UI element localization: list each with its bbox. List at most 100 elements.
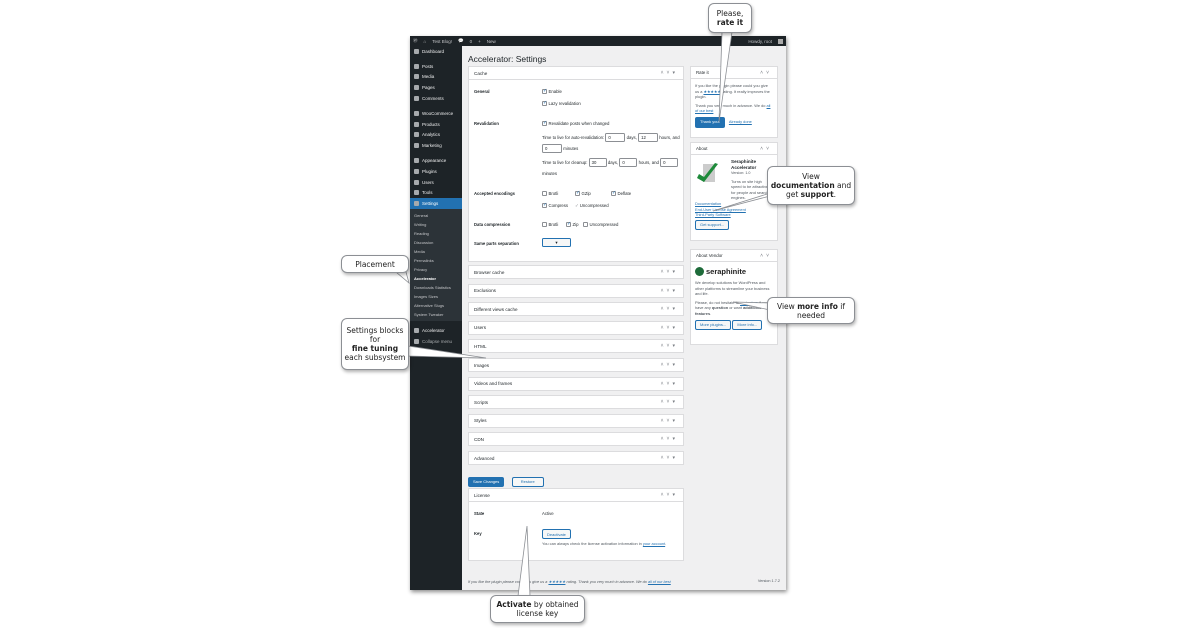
sidebar-item-settings[interactable]: Settings: [410, 198, 462, 210]
panel-controls-icon[interactable]: ˄˅▾: [660, 306, 678, 313]
eula-link[interactable]: End-User License Agreement: [695, 206, 746, 212]
your-account-link[interactable]: your account: [642, 541, 666, 546]
submenu-item-writing[interactable]: Writing: [414, 222, 427, 228]
submenu-item-system-tweaker[interactable]: System Tweaker: [414, 312, 444, 318]
panel-header[interactable]: About Vendor˄˅: [691, 250, 777, 262]
sidebar-item-collapse-menu[interactable]: Collapse menu: [410, 336, 462, 347]
panel-header[interactable]: Videos and frames˄˅▾: [469, 378, 683, 391]
stars-link[interactable]: ★★★★★: [703, 88, 721, 94]
panel-header[interactable]: About˄˅: [691, 143, 777, 155]
new-link[interactable]: New: [486, 38, 496, 44]
separation-select[interactable]: ▾: [542, 238, 571, 247]
sidebar-item-analytics[interactable]: Analytics: [410, 130, 462, 141]
panel-header[interactable]: Users˄˅▾: [469, 322, 683, 335]
panel-header[interactable]: Images˄˅▾: [469, 359, 683, 372]
more-plugins-button[interactable]: More plugins...: [695, 319, 732, 331]
ttl-auto-hours-input[interactable]: 12: [638, 133, 659, 143]
sidebar-item-pages[interactable]: Pages: [410, 82, 462, 93]
best-link[interactable]: all of our best: [695, 102, 771, 114]
submenu-item-images-sizes[interactable]: Images Sizes: [414, 294, 439, 300]
deflate-checkbox[interactable]: [611, 190, 616, 197]
panel-controls-icon[interactable]: ˄˅▾: [660, 70, 678, 76]
sidebar-item-posts[interactable]: Posts: [410, 61, 462, 72]
sidebar-item-accelerator[interactable]: Accelerator: [410, 325, 462, 336]
submenu-item-alternative-slugs[interactable]: Alternative Slugs: [414, 303, 445, 309]
panel-header[interactable]: Cache˄˅▾: [469, 67, 683, 80]
submenu-item-general[interactable]: General: [414, 213, 429, 219]
panel-header[interactable]: HTML˄˅▾: [469, 340, 683, 353]
footer-best-link[interactable]: all of our best: [647, 580, 671, 584]
panel-controls-icon[interactable]: ˄˅▾: [660, 362, 678, 368]
panel-controls-icon[interactable]: ˄˅▾: [660, 343, 678, 350]
panel-controls-icon[interactable]: ˄˅▾: [660, 492, 678, 498]
avatar[interactable]: [778, 38, 783, 44]
submenu-item-accelerator[interactable]: Accelerator: [414, 276, 437, 282]
compress-checkbox[interactable]: [542, 202, 547, 209]
more-info-button[interactable]: More info...: [732, 319, 763, 331]
enable-checkbox[interactable]: [542, 88, 547, 95]
get-support-button[interactable]: Get support...: [695, 219, 730, 231]
submenu-item-permalinks[interactable]: Permalinks: [414, 258, 434, 264]
panel-header[interactable]: Different views cache˄˅▾: [469, 303, 683, 316]
restore-button[interactable]: Restore: [511, 476, 544, 487]
wordpress-logo-icon[interactable]: Ⓦ: [413, 38, 418, 43]
panel-header[interactable]: Rate it˄˅: [691, 67, 777, 79]
submenu-item-downloads-statistics[interactable]: Downloads Statistics: [414, 285, 451, 291]
zip-checkbox[interactable]: [566, 221, 571, 228]
panel-controls-icon[interactable]: ˄˅▾: [660, 455, 678, 461]
sidebar-item-appearance[interactable]: Appearance: [410, 155, 462, 166]
panel-header[interactable]: License˄˅▾: [469, 489, 683, 502]
panel-controls-icon[interactable]: ˄˅▾: [660, 269, 678, 275]
panel-controls-icon[interactable]: ˄˅: [760, 252, 772, 259]
compression-brotli-checkbox[interactable]: [542, 222, 547, 228]
thank-you-button[interactable]: Thank you!: [695, 116, 725, 128]
panel-header[interactable]: Advanced˄˅▾: [469, 452, 683, 465]
submenu-item-discussion[interactable]: Discussion: [414, 240, 434, 246]
deactivate-button[interactable]: Deactivate: [542, 529, 571, 539]
panel-controls-icon[interactable]: ˄˅▾: [660, 417, 678, 424]
sidebar-item-tools[interactable]: Tools: [410, 188, 462, 199]
panel-header[interactable]: Exclusions˄˅▾: [469, 285, 683, 298]
gzip-checkbox[interactable]: [575, 190, 580, 197]
howdy-user[interactable]: Howdy, root: [748, 38, 772, 44]
footer-stars-link[interactable]: ★★★★★: [548, 580, 566, 584]
sidebar-item-woocommerce[interactable]: WooCommerce: [410, 108, 462, 119]
panel-controls-icon[interactable]: ˄˅▾: [660, 380, 678, 387]
submenu-item-privacy[interactable]: Privacy: [414, 267, 428, 273]
ttl-cleanup-days-input[interactable]: 30: [588, 158, 607, 168]
panel-header[interactable]: Scripts˄˅▾: [469, 396, 683, 409]
panel-controls-icon[interactable]: ˄˅▾: [660, 399, 678, 406]
panel-controls-icon[interactable]: ˄˅: [760, 69, 772, 76]
submenu-item-media[interactable]: Media: [414, 249, 425, 255]
panel-header[interactable]: CDN˄˅▾: [469, 433, 683, 446]
submenu-item-reading[interactable]: Reading: [414, 231, 429, 237]
already-done-link[interactable]: Already done: [728, 119, 752, 125]
save-changes-button[interactable]: Save Changes: [468, 476, 505, 487]
panel-controls-icon[interactable]: ˄˅▾: [660, 324, 678, 331]
documentation-link[interactable]: Documentation: [695, 200, 722, 206]
sidebar-item-products[interactable]: Products: [410, 119, 462, 130]
panel-header[interactable]: Styles˄˅▾: [469, 415, 683, 428]
sidebar-item-dashboard[interactable]: Dashboard: [410, 46, 462, 57]
sidebar-item-media[interactable]: Media: [410, 72, 462, 83]
ttl-cleanup-hours-input[interactable]: 0: [619, 158, 638, 168]
ttl-auto-minutes-input[interactable]: 0: [542, 144, 562, 154]
lazy-revalidation-checkbox[interactable]: [542, 100, 547, 107]
panel-controls-icon[interactable]: ˄˅: [760, 145, 772, 152]
panel-controls-icon[interactable]: ˄˅▾: [660, 287, 678, 294]
panel-controls-icon[interactable]: ˄˅▾: [660, 436, 678, 443]
sidebar-item-marketing[interactable]: Marketing: [410, 140, 462, 151]
revalidate-posts-checkbox[interactable]: [542, 120, 547, 127]
sidebar-item-plugins[interactable]: Plugins: [410, 166, 462, 177]
compression-uncompressed-checkbox[interactable]: [583, 222, 588, 228]
third-party-link[interactable]: Third-Party Software: [695, 212, 731, 218]
site-name-link[interactable]: Test Blog!: [432, 38, 452, 44]
sidebar-item-users[interactable]: Users: [410, 177, 462, 188]
panel-header[interactable]: Browser cache˄˅▾: [469, 266, 683, 279]
comments-icon[interactable]: 💬: [457, 38, 464, 43]
contact-us-link[interactable]: contact us: [740, 299, 758, 305]
sidebar-item-comments[interactable]: Comments: [410, 93, 462, 104]
ttl-auto-days-input[interactable]: 0: [605, 133, 626, 143]
ttl-cleanup-minutes-input[interactable]: 0: [660, 158, 679, 168]
brotli-checkbox[interactable]: [542, 191, 547, 197]
